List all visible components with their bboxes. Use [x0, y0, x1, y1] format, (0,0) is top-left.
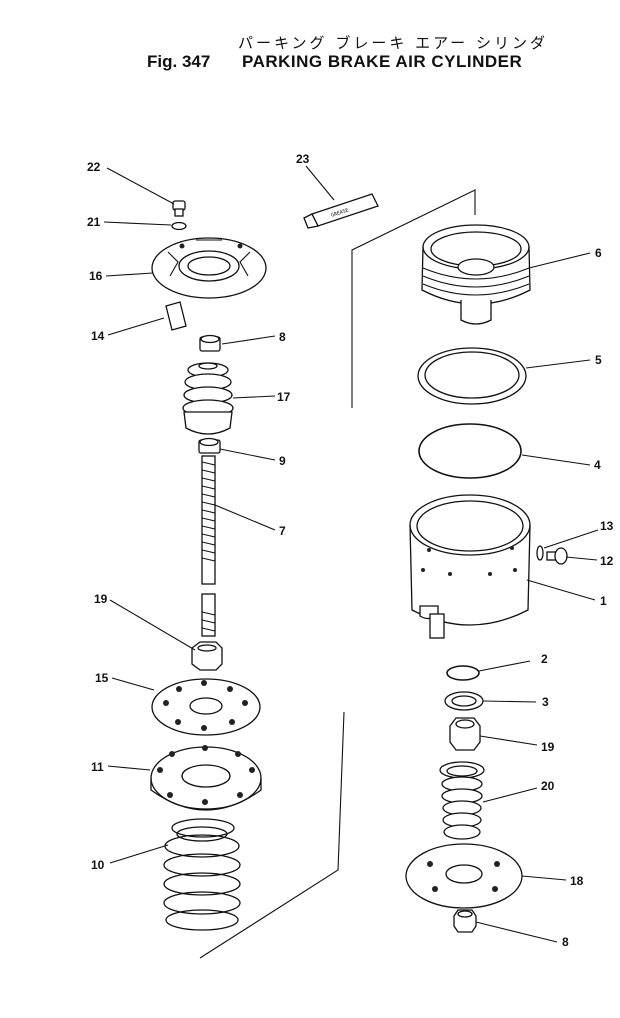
part-bolt-12: [546, 547, 568, 565]
callout-14: 14: [91, 329, 105, 343]
part-o-ring-2: [446, 665, 480, 681]
title-japanese: パーキング ブレーキ エアー シリンダ: [238, 34, 548, 52]
part-bolt-22: [172, 200, 186, 217]
callout-17: 17: [277, 390, 291, 404]
part-plate-15: [151, 678, 261, 736]
callout-12: 12: [600, 554, 614, 568]
figure-number: Fig. 347: [147, 52, 211, 71]
callout-8-lower: 8: [562, 935, 569, 949]
part-piston-6: [421, 224, 531, 325]
callout-18: 18: [570, 874, 584, 888]
callout-8-upper: 8: [279, 330, 286, 344]
part-o-ring-4: [418, 423, 522, 479]
callout-13: 13: [600, 519, 614, 533]
callout-20: 20: [541, 779, 555, 793]
part-nut-8-lower: [453, 909, 477, 933]
callout-9: 9: [279, 454, 286, 468]
callout-7: 7: [279, 524, 286, 538]
callout-21: 21: [87, 215, 101, 229]
part-nut-19-left: [191, 641, 223, 671]
part-block-14: [165, 301, 187, 331]
group-bracket-bottom: [199, 711, 345, 959]
leader-lines: [103, 165, 599, 943]
callout-19-left: 19: [94, 592, 108, 606]
callout-10: 10: [91, 858, 105, 872]
part-nut-9: [198, 437, 221, 454]
callout-3: 3: [542, 695, 549, 709]
part-threaded-rod-7: [201, 455, 216, 637]
part-spring-10: [163, 818, 241, 931]
figure-title: PARKING BRAKE AIR CYLINDER: [242, 52, 523, 71]
callout-23: 23: [296, 152, 310, 166]
callout-15: 15: [95, 671, 109, 685]
part-nut-19-right: [449, 717, 481, 751]
part-bellows-17: [182, 362, 234, 435]
part-washer-13: [536, 545, 544, 561]
callout-22: 22: [87, 160, 101, 174]
part-plate-16: [151, 237, 267, 299]
callout-6: 6: [595, 246, 602, 260]
part-bellows-20: [439, 761, 485, 840]
callout-16: 16: [89, 269, 103, 283]
callout-5: 5: [595, 353, 602, 367]
callout-1: 1: [600, 594, 607, 608]
part-grease-tube-23: GREASE: [303, 193, 379, 229]
callout-19-right: 19: [541, 740, 555, 754]
part-ring-5: [417, 347, 527, 405]
group-bracket-top: [351, 189, 476, 408]
part-cylinder-body-1: [409, 494, 531, 639]
callout-4: 4: [594, 458, 601, 472]
tube-label: GREASE: [330, 208, 349, 219]
part-nut-8-upper: [199, 334, 221, 352]
part-plate-11: [150, 745, 262, 811]
callout-2: 2: [541, 652, 548, 666]
callout-11: 11: [91, 760, 104, 774]
part-seal-3: [444, 691, 484, 711]
part-washer-21: [171, 221, 187, 231]
part-plate-18: [405, 843, 523, 909]
